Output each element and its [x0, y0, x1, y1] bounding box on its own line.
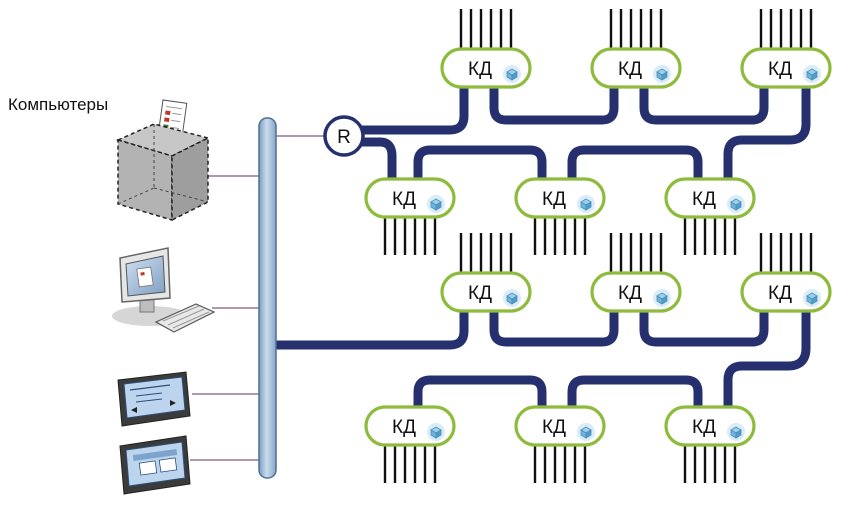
wire-router-top [357, 81, 469, 135]
server-box-icon [115, 99, 211, 222]
kd-pins [609, 233, 663, 275]
computers-title: Компьютеры [8, 95, 108, 114]
router-label: R [337, 127, 351, 148]
wire-top-23 [639, 81, 769, 125]
kd-label: КД [392, 189, 416, 210]
cube-badge-icon [503, 65, 521, 83]
kd-label: КД [392, 417, 416, 438]
wire-top-3-down [723, 81, 811, 185]
kd-label: КД [618, 59, 642, 80]
kd-pins [383, 443, 437, 483]
cube-badge-icon [503, 289, 521, 307]
kd-label: КД [692, 189, 716, 210]
cube-badge-icon [577, 195, 595, 213]
kd-node: КД [440, 233, 532, 313]
tablet-terminal-icon [117, 371, 191, 427]
cube-badge-icon [803, 65, 821, 83]
kd-node: КД [664, 177, 756, 255]
wire-top-12 [489, 81, 619, 125]
kd-node: КД [740, 233, 832, 313]
kd-node: КД [514, 177, 606, 255]
kd-pins [459, 233, 513, 275]
kd-label: КД [468, 283, 492, 304]
cube-badge-icon [653, 289, 671, 307]
kd-node: КД [590, 233, 682, 313]
kd-node: КД [364, 405, 456, 483]
kd-node: КД [514, 405, 606, 483]
kd-node: КД [364, 177, 456, 255]
cube-badge-icon [803, 289, 821, 307]
network-bus [258, 117, 277, 479]
kd-pins [609, 9, 663, 51]
wire-mid-23 [567, 145, 703, 185]
kd-pins [533, 215, 587, 255]
kd-node: КД [740, 9, 832, 89]
kd-node: КД [590, 9, 682, 89]
wire-bot-23 [567, 375, 703, 413]
kd-label: КД [618, 283, 642, 304]
cube-badge-icon [727, 195, 745, 213]
kd-label: КД [692, 417, 716, 438]
router-node: R [323, 115, 365, 157]
kd-label: КД [468, 59, 492, 80]
cube-badge-icon [427, 195, 445, 213]
cube-badge-icon [727, 423, 745, 441]
workstation-icon [112, 247, 216, 333]
kd-label: КД [542, 189, 566, 210]
kd-label: КД [542, 417, 566, 438]
wire-bus-bottom [271, 305, 469, 350]
network-wires [271, 81, 811, 413]
kd-pins [759, 233, 813, 275]
kd-label: КД [768, 59, 792, 80]
kd-node: КД [664, 405, 756, 483]
kd-pins [759, 9, 813, 51]
wire-router-down [357, 137, 397, 185]
cube-badge-icon [653, 65, 671, 83]
kd-node: КД [440, 9, 532, 89]
wire-low-23 [639, 305, 769, 347]
cube-badge-icon [577, 423, 595, 441]
kd-pins [683, 215, 737, 255]
panel-terminal-icon [119, 435, 191, 495]
wire-low-12 [489, 305, 619, 347]
cube-badge-icon [427, 423, 445, 441]
wire-bot-12 [413, 375, 547, 413]
kd-pins [459, 9, 513, 51]
nodes-layer: КД КД КД КД КД КД КД КД КД КД КД КД [364, 9, 832, 483]
wire-mid-12 [413, 145, 547, 185]
kd-pins [533, 443, 587, 483]
kd-pins [683, 443, 737, 483]
kd-pins [383, 215, 437, 255]
router-circle [323, 115, 365, 157]
kd-label: КД [768, 283, 792, 304]
wire-low-3-down [723, 305, 811, 413]
